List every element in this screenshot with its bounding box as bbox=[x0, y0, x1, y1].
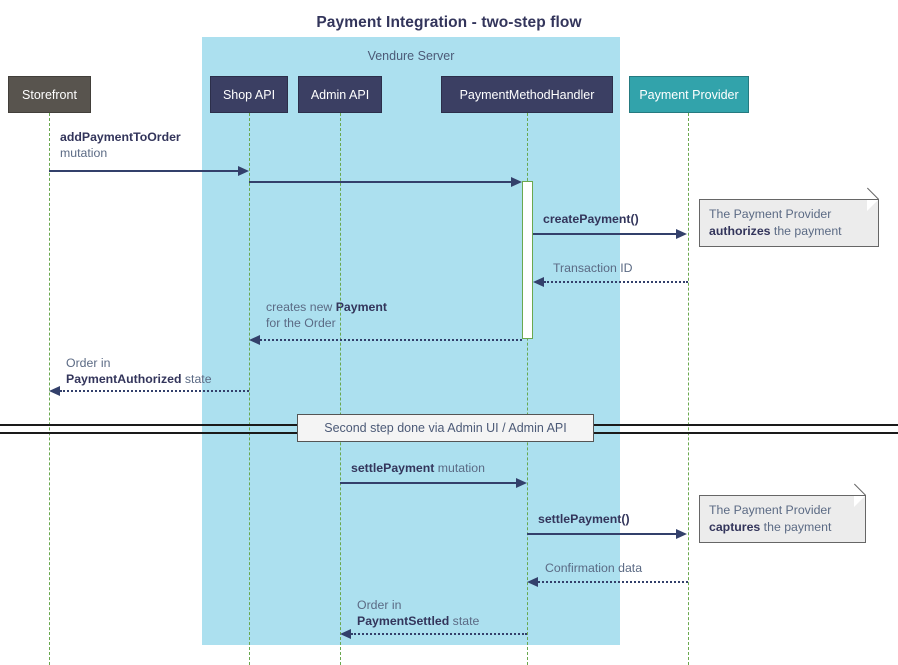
note-payment-provider-captures: The Payment Provider captures the paymen… bbox=[699, 483, 866, 543]
message-label-plain: mutation bbox=[434, 461, 485, 475]
message-label-line2-bold: PaymentSettled bbox=[357, 613, 450, 628]
arrow-head-left-icon bbox=[340, 629, 351, 639]
note-line-1: The Payment Provider bbox=[709, 207, 832, 221]
message-label-create-payment: createPayment() bbox=[543, 212, 639, 228]
note-line-2-plain: the payment bbox=[760, 520, 832, 534]
arrow-head-right-icon bbox=[238, 166, 249, 176]
message-line-create-payment bbox=[533, 233, 676, 235]
message-label-bold: createPayment() bbox=[543, 212, 639, 226]
lifeline-shop-api bbox=[249, 113, 250, 665]
arrow-head-left-icon bbox=[533, 277, 544, 287]
note-line-2-bold: captures bbox=[709, 520, 761, 534]
participant-admin-api[interactable]: Admin API bbox=[298, 76, 382, 113]
message-label-confirmation-data: Confirmation data bbox=[545, 561, 642, 577]
message-label-line1-plain: Order in bbox=[66, 356, 111, 370]
lifeline-payment-method-handler bbox=[527, 113, 528, 665]
participant-label: Admin API bbox=[310, 87, 370, 102]
arrow-head-right-icon bbox=[511, 177, 522, 187]
note-payment-provider-authorizes: The Payment Provider authorizes the paym… bbox=[699, 187, 879, 247]
message-label-line2-plain: state bbox=[449, 613, 480, 628]
participant-label: Shop API bbox=[222, 87, 276, 102]
lifeline-admin-api bbox=[340, 113, 341, 665]
message-label-settle-payment-mutation: settlePayment mutation bbox=[351, 461, 485, 477]
group-box-label: Vendure Server bbox=[367, 49, 455, 63]
message-label-line2-plain: state bbox=[181, 371, 212, 386]
message-line-shop-api-to-handler bbox=[249, 181, 512, 183]
message-label-line2-bold: PaymentAuthorized bbox=[66, 371, 182, 386]
note-line-2-bold: authorizes bbox=[709, 224, 771, 238]
message-line-order-payment-settled bbox=[351, 633, 527, 635]
diagram-title: Payment Integration - two-step flow bbox=[316, 14, 582, 31]
participant-payment-method-handler[interactable]: PaymentMethodHandler bbox=[441, 76, 613, 113]
note-fold-line-icon bbox=[853, 483, 866, 496]
note-line-1: The Payment Provider bbox=[709, 503, 832, 517]
message-line-confirmation-data bbox=[538, 581, 688, 583]
arrow-head-left-icon bbox=[527, 577, 538, 587]
message-label-line1-plain: Order in bbox=[357, 598, 402, 612]
message-line-creates-new-payment bbox=[260, 339, 522, 341]
message-label-line2-plain: for the Order bbox=[266, 315, 336, 330]
message-label-settle-payment-call: settlePayment() bbox=[538, 512, 630, 528]
participant-storefront[interactable]: Storefront bbox=[8, 76, 91, 113]
message-label-line1-bold: Payment bbox=[335, 300, 387, 314]
arrow-head-right-icon bbox=[676, 229, 687, 239]
message-label-bold: settlePayment() bbox=[538, 512, 630, 526]
participant-payment-provider[interactable]: Payment Provider bbox=[629, 76, 749, 113]
message-label-bold: settlePayment bbox=[351, 461, 435, 475]
divider-label: Second step done via Admin UI / Admin AP… bbox=[324, 421, 567, 435]
message-label-plain: Confirmation data bbox=[545, 561, 643, 575]
message-label-order-payment-authorized: Order in PaymentAuthorized state bbox=[66, 356, 212, 387]
note-fold-corner-icon bbox=[867, 200, 878, 211]
arrow-head-left-icon bbox=[249, 335, 260, 345]
message-line-settle-payment-call bbox=[527, 533, 676, 535]
group-box-vendure-server: Vendure Server bbox=[202, 37, 620, 645]
message-label-add-payment-to-order: addPaymentToOrder mutation bbox=[60, 130, 181, 161]
participant-label: Storefront bbox=[22, 87, 77, 102]
message-line-transaction-id bbox=[544, 281, 688, 283]
arrow-head-right-icon bbox=[676, 529, 687, 539]
message-line-settle-payment-mutation bbox=[340, 482, 517, 484]
note-fold-corner-icon bbox=[854, 496, 865, 507]
arrow-head-right-icon bbox=[516, 478, 527, 488]
message-label-plain: mutation bbox=[60, 145, 108, 160]
lifeline-payment-provider bbox=[688, 113, 689, 665]
message-line-order-payment-authorized bbox=[60, 390, 249, 392]
message-label-line1-plain: creates new bbox=[266, 300, 336, 314]
participant-shop-api[interactable]: Shop API bbox=[210, 76, 288, 113]
message-label-creates-new-payment: creates new Payment for the Order bbox=[266, 300, 387, 331]
message-label-transaction-id: Transaction ID bbox=[553, 261, 633, 277]
message-label-order-payment-settled: Order in PaymentSettled state bbox=[357, 598, 479, 629]
message-label-plain: Transaction ID bbox=[553, 261, 633, 275]
message-label-bold: addPaymentToOrder bbox=[60, 130, 181, 144]
activation-bar-payment-method-handler bbox=[522, 181, 533, 339]
participant-label: Payment Provider bbox=[639, 87, 739, 102]
note-line-2-plain: the payment bbox=[770, 224, 842, 238]
arrow-head-left-icon bbox=[49, 386, 60, 396]
participant-label: PaymentMethodHandler bbox=[459, 87, 595, 102]
message-line-add-payment-to-order bbox=[49, 170, 239, 172]
note-fold-line-icon bbox=[866, 187, 879, 200]
divider-label-box: Second step done via Admin UI / Admin AP… bbox=[297, 414, 594, 442]
